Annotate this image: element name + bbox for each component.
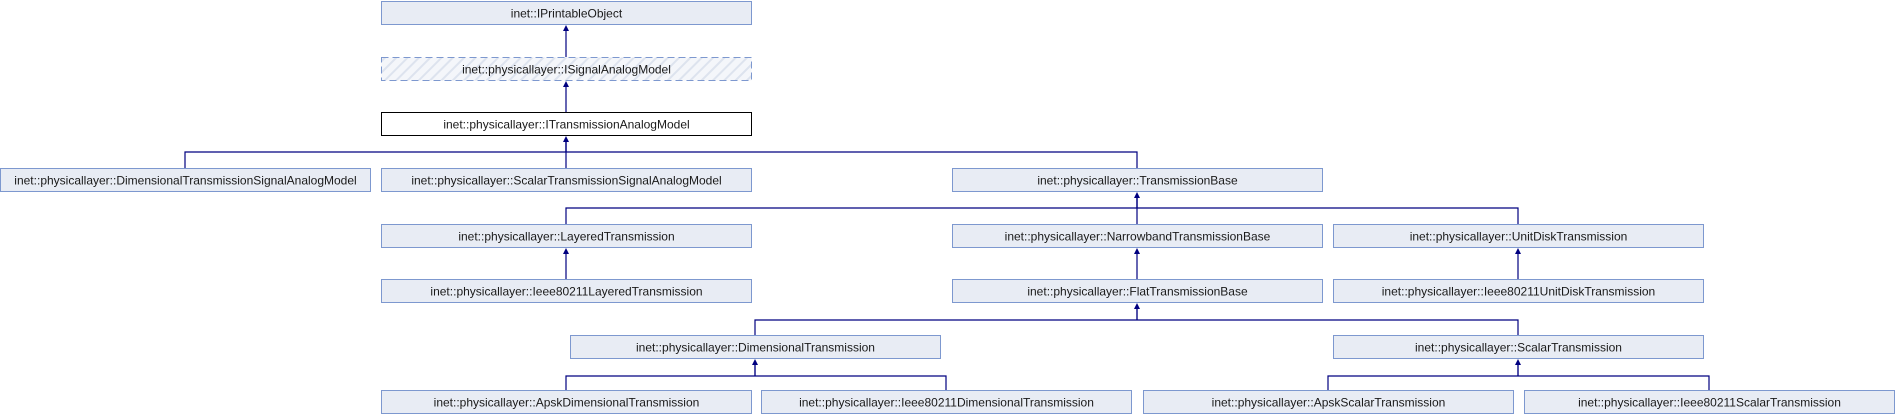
inheritance-edge <box>565 207 1137 224</box>
class-box <box>0 168 371 192</box>
arrowhead-icon <box>1515 359 1521 365</box>
class-name: inet::physicallayer::Ieee80211ScalarTran… <box>1578 396 1841 410</box>
arrowhead-icon <box>1134 248 1140 254</box>
arrowhead-icon <box>563 248 569 254</box>
class-name: inet::physicallayer::ITransmissionAnalog… <box>443 118 689 132</box>
class-box <box>381 57 752 81</box>
class-box <box>761 390 1132 414</box>
class-node-flat[interactable]: inet::physicallayer::FlatTransmissionBas… <box>952 279 1323 303</box>
arrowhead-icon <box>1134 303 1140 309</box>
class-box <box>1333 335 1704 359</box>
class-node-narrow[interactable]: inet::physicallayer::NarrowbandTransmiss… <box>952 224 1323 248</box>
class-box <box>381 224 752 248</box>
inheritance-edge <box>566 151 1138 168</box>
class-name: inet::physicallayer::Ieee80211LayeredTra… <box>430 285 702 299</box>
class-box <box>381 112 752 136</box>
class-box <box>381 279 752 303</box>
class-node-scalsig[interactable]: inet::physicallayer::ScalarTransmissionS… <box>381 168 752 192</box>
class-box <box>381 168 752 192</box>
class-name: inet::physicallayer::FlatTransmissionBas… <box>1027 285 1248 299</box>
class-name: inet::physicallayer::Ieee80211Dimensiona… <box>799 396 1094 410</box>
class-box <box>952 279 1323 303</box>
class-name: inet::physicallayer::LayeredTransmission <box>458 230 674 244</box>
arrowhead-icon <box>752 359 758 365</box>
class-box <box>1333 279 1704 303</box>
arrowhead-icon <box>563 25 569 31</box>
class-name: inet::physicallayer::DimensionalTransmis… <box>14 174 356 188</box>
class-node-printable[interactable]: inet::IPrintableObject <box>381 1 752 25</box>
class-name: inet::physicallayer::ISignalAnalogModel <box>462 63 671 77</box>
inheritance-edge <box>1137 207 1519 224</box>
inheritance-edge <box>1327 375 1518 390</box>
class-node-dimtrans[interactable]: inet::physicallayer::DimensionalTransmis… <box>570 335 941 359</box>
class-node-ieeescal[interactable]: inet::physicallayer::Ieee80211ScalarTran… <box>1524 390 1895 414</box>
class-box <box>1333 224 1704 248</box>
class-node-unitdisk[interactable]: inet::physicallayer::UnitDiskTransmissio… <box>1333 224 1704 248</box>
class-node-itrans: inet::physicallayer::ITransmissionAnalog… <box>381 112 752 136</box>
class-node-ieeeunitdisk[interactable]: inet::physicallayer::Ieee80211UnitDiskTr… <box>1333 279 1704 303</box>
class-name: inet::physicallayer::ScalarTransmissionS… <box>411 174 721 188</box>
class-node-scaltrans[interactable]: inet::physicallayer::ScalarTransmission <box>1333 335 1704 359</box>
class-node-dimsig[interactable]: inet::physicallayer::DimensionalTransmis… <box>0 168 371 192</box>
class-box <box>381 390 752 414</box>
class-node-ieeelayered[interactable]: inet::physicallayer::Ieee80211LayeredTra… <box>381 279 752 303</box>
inheritance-edge <box>1518 375 1710 390</box>
inheritance-edge <box>1137 319 1519 335</box>
class-name: inet::physicallayer::ApskDimensionalTran… <box>434 396 700 410</box>
class-node-layered[interactable]: inet::physicallayer::LayeredTransmission <box>381 224 752 248</box>
class-node-apskdim[interactable]: inet::physicallayer::ApskDimensionalTran… <box>381 390 752 414</box>
class-name: inet::physicallayer::TransmissionBase <box>1037 174 1238 188</box>
arrowhead-icon <box>1515 248 1521 254</box>
class-box <box>570 335 941 359</box>
inheritance-edges <box>184 25 1710 390</box>
class-node-signal[interactable]: inet::physicallayer::ISignalAnalogModel <box>381 57 752 81</box>
arrowhead-icon <box>563 81 569 87</box>
class-name: inet::IPrintableObject <box>511 7 623 21</box>
arrowhead-icon <box>563 136 569 142</box>
class-box <box>952 224 1323 248</box>
class-node-ieeedim[interactable]: inet::physicallayer::Ieee80211Dimensiona… <box>761 390 1132 414</box>
class-name: inet::physicallayer::NarrowbandTransmiss… <box>1005 230 1271 244</box>
class-name: inet::physicallayer::DimensionalTransmis… <box>636 341 875 355</box>
inheritance-edge <box>755 375 947 390</box>
arrowhead-icon <box>1134 192 1140 198</box>
inheritance-edge <box>754 319 1137 335</box>
class-name: inet::physicallayer::UnitDiskTransmissio… <box>1410 230 1628 244</box>
class-box <box>381 1 752 25</box>
class-box <box>1143 390 1514 414</box>
class-node-apskscal[interactable]: inet::physicallayer::ApskScalarTransmiss… <box>1143 390 1514 414</box>
inheritance-edge <box>565 375 755 390</box>
class-node-tbase[interactable]: inet::physicallayer::TransmissionBase <box>952 168 1323 192</box>
class-name: inet::physicallayer::Ieee80211UnitDiskTr… <box>1382 285 1655 299</box>
class-box <box>952 168 1323 192</box>
inheritance-edge <box>184 151 566 168</box>
class-name: inet::physicallayer::ScalarTransmission <box>1415 341 1622 355</box>
class-name: inet::physicallayer::ApskScalarTransmiss… <box>1212 396 1446 410</box>
